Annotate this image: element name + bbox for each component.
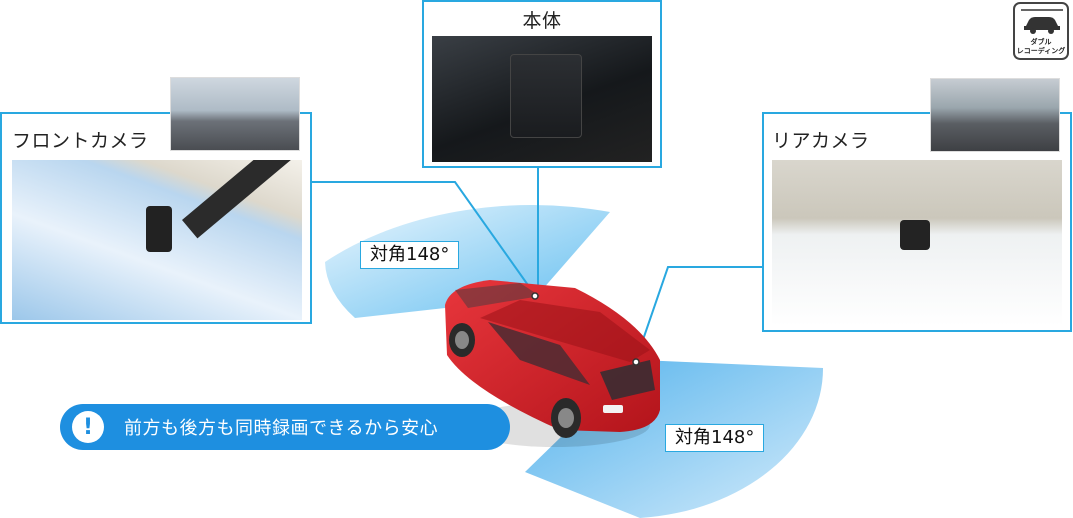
main-unit-label: 本体	[522, 10, 562, 32]
rear-camera-photo	[772, 160, 1062, 326]
exclamation-icon: !	[72, 411, 104, 443]
main-unit-panel: 本体	[422, 0, 662, 168]
badge-line1: ダブル	[1030, 38, 1052, 46]
front-camera-photo	[12, 160, 302, 320]
dual-recording-car-icon	[1021, 9, 1063, 34]
rear-camera-connector	[635, 266, 762, 361]
rear-angle-label: 対角148°	[665, 424, 765, 452]
notice-banner: ! 前方も後方も同時録画できるから安心	[60, 404, 510, 450]
front-camera-label: フロントカメラ	[12, 130, 149, 152]
rear-camera-unit	[900, 220, 930, 250]
notice-text: 前方も後方も同時録画できるから安心	[124, 418, 439, 439]
front-angle-label: 対角148°	[360, 241, 460, 269]
main-unit-photo	[432, 36, 652, 162]
badge-line2: レコーディング	[1016, 47, 1066, 55]
device-body	[510, 54, 582, 138]
car-illustration	[445, 280, 660, 447]
dual-recording-badge: ダブル レコーディング	[1013, 2, 1069, 60]
front-camera-panel: フロントカメラ	[0, 112, 312, 324]
a-pillar	[182, 160, 302, 239]
front-camera-connector	[312, 181, 536, 296]
camera-unit	[146, 206, 172, 252]
front-view-thumbnail	[170, 77, 300, 151]
rear-view-thumbnail	[930, 78, 1060, 152]
rear-camera-label: リアカメラ	[772, 130, 870, 152]
